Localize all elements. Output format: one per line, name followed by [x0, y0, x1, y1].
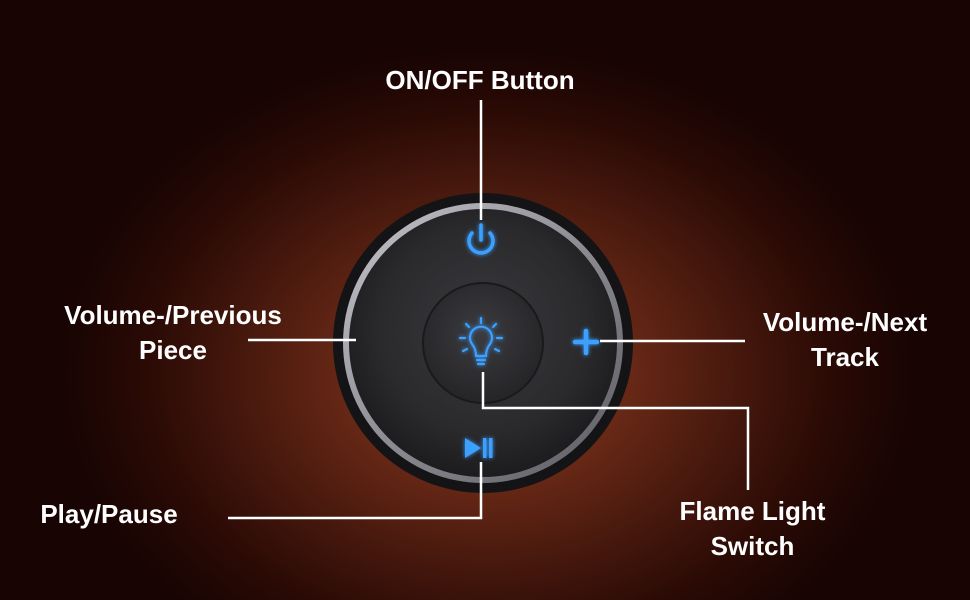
- plus-icon[interactable]: [572, 328, 600, 356]
- play-pause-label: Play/Pause: [40, 499, 178, 529]
- volume-down-label: Volume-/Previous Piece: [64, 300, 282, 365]
- power-icon[interactable]: [467, 223, 495, 255]
- volume-up-label: Volume-/Next Track: [762, 307, 928, 372]
- flame-leader-line: [481, 372, 750, 490]
- flame-light-label: Flame Light Switch: [679, 496, 826, 561]
- play-pause-icon[interactable]: [465, 438, 493, 458]
- power-label: ON/OFF Button: [385, 65, 575, 95]
- play-pause-leader-line: [228, 462, 483, 520]
- lightbulb-icon[interactable]: [458, 316, 504, 366]
